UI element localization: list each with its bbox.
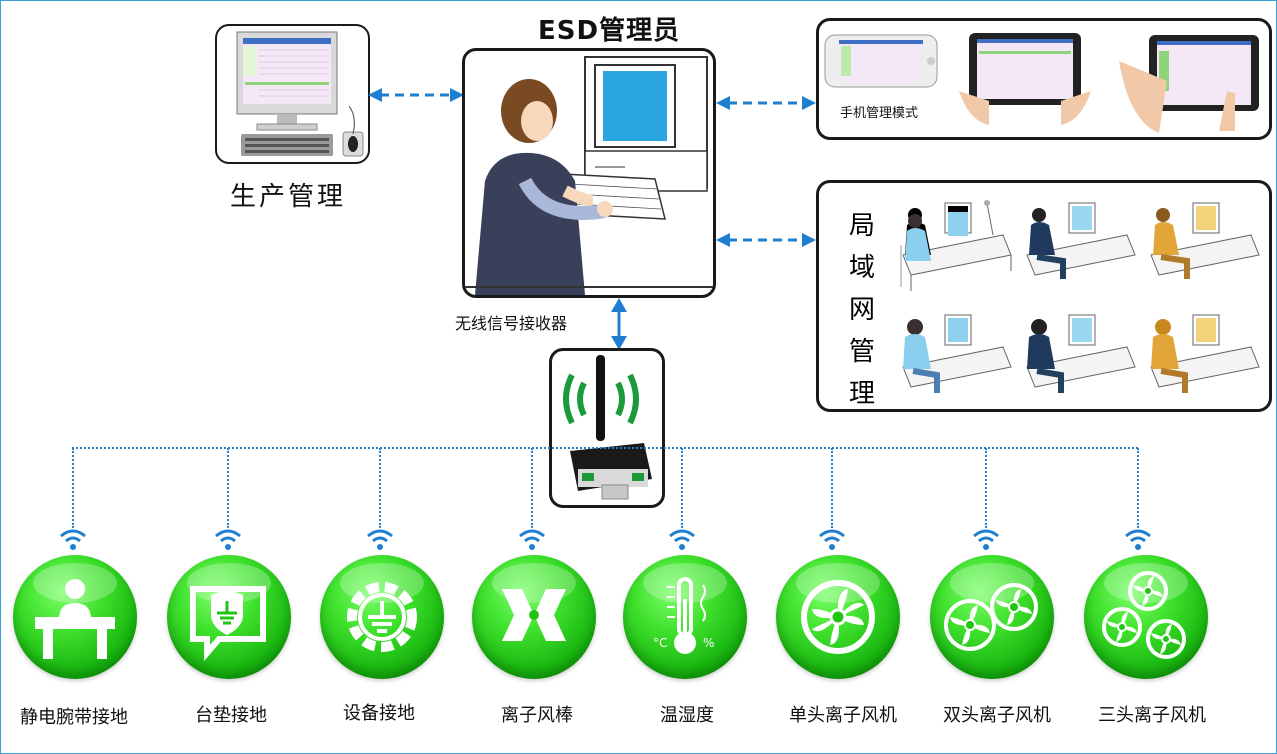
- single-fan-icon: [776, 555, 900, 679]
- triple-fan-icon: [1084, 555, 1208, 679]
- bus-drop: [1137, 448, 1139, 528]
- wireless-receiver-box: [549, 348, 665, 508]
- lan-management-box: 局 域 网 管 理 .blue .scr{fill:#8fd0f0}.blue …: [816, 180, 1272, 412]
- double-fan-icon: [930, 555, 1054, 679]
- mobile-management-label: 手机管理模式: [840, 106, 919, 121]
- page-title: ESD管理员: [538, 16, 681, 46]
- wifi-icon: [215, 529, 241, 550]
- bus-drop: [72, 448, 74, 528]
- bus-drop: [681, 448, 683, 528]
- bus-line: [72, 447, 1138, 449]
- device-label-ion-bar: 离子风棒: [501, 705, 573, 726]
- bus-drop: [531, 448, 533, 528]
- equipment-ground-icon: [320, 555, 444, 679]
- wifi-icon: [367, 529, 393, 550]
- device-label-double-fan: 双头离子风机: [943, 705, 1051, 726]
- wifi-icon: [1125, 529, 1151, 550]
- desktop-computer-icon: [236, 31, 364, 157]
- device-label-single-fan: 单头离子风机: [789, 705, 897, 726]
- device-label-wrist-strap: 静电腕带接地: [20, 707, 128, 728]
- device-label-mat-ground: 台垫接地: [195, 705, 267, 726]
- wifi-icon: [973, 529, 999, 550]
- mobile-devices-icon: [824, 33, 1259, 133]
- bidirectional-arrow-icon: [716, 96, 816, 110]
- device-label-temp-humidity: 温湿度: [660, 705, 714, 726]
- office-workstations-icon: .blue .scr{fill:#8fd0f0}.blue .hair{fill…: [893, 189, 1260, 393]
- wifi-icon: [669, 529, 695, 550]
- admin-operator-icon: [465, 56, 713, 295]
- bus-drop: [379, 448, 381, 528]
- bus-drop: [831, 448, 833, 528]
- wifi-icon: [60, 529, 86, 550]
- bus-drop: [985, 448, 987, 528]
- vertical-bidirectional-arrow-icon: [611, 298, 627, 350]
- mobile-management-box: [816, 18, 1272, 140]
- lan-label: 局 域 网 管 理: [848, 211, 875, 409]
- bus-drop: [227, 448, 229, 528]
- temp-humidity-icon: °C %: [623, 555, 747, 679]
- ion-bar-icon: [472, 555, 596, 679]
- production-computer-box: [215, 24, 370, 164]
- wireless-receiver-icon: [563, 355, 652, 500]
- esd-admin-box: [462, 48, 716, 298]
- svg-text:°C: °C: [653, 636, 667, 650]
- bidirectional-arrow-icon: [716, 233, 816, 247]
- wifi-icon: [519, 529, 545, 550]
- wifi-icon: [819, 529, 845, 550]
- device-label-equipment-ground: 设备接地: [343, 703, 415, 724]
- production-label: 生产管理: [230, 182, 347, 212]
- device-label-triple-fan: 三头离子风机: [1098, 705, 1206, 726]
- bidirectional-arrow-icon: [368, 88, 464, 102]
- wrist-strap-icon: [13, 555, 137, 679]
- receiver-label: 无线信号接收器: [455, 314, 568, 333]
- svg-text:%: %: [703, 636, 714, 650]
- mat-ground-icon: [167, 555, 291, 679]
